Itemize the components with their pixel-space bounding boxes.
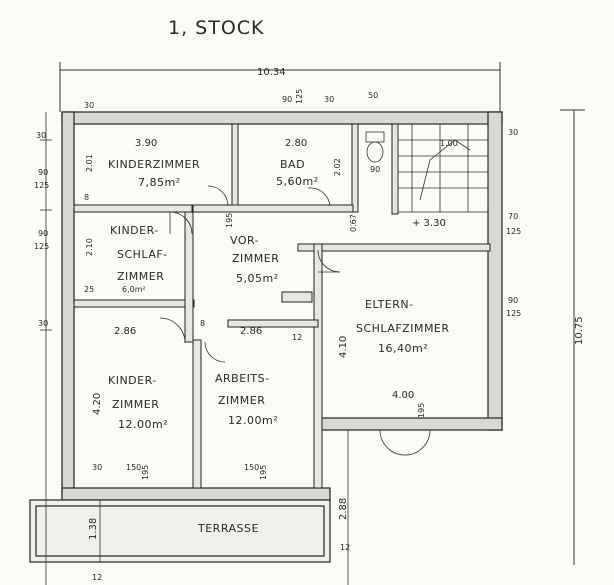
plan-title: 1, STOCK [168,17,265,39]
room-kinderzimmer-1-area: 7,85m² [138,176,181,189]
label-30-top-b: 30 [324,95,334,104]
overall-width-dimension [59,62,501,112]
room-kinderschlaf-2: SCHLAF- [117,248,168,261]
label-150-a: 150 [126,463,141,472]
room-eltern-1: ELTERN- [365,298,414,311]
label-125-top: 125 [295,89,304,104]
label-25: 25 [84,285,94,294]
room-arbeits-2: ZIMMER [218,394,265,407]
label-90-wc: 90 [370,165,380,174]
label-195-b: 195 [259,465,268,480]
label-125-left-b: 125 [34,242,49,251]
dim-terrasse-depth: 1.38 [88,518,99,540]
wc-fixture [365,131,385,163]
room-kinderzimmer-2-area: 12.00m² [118,418,168,431]
room-kinderschlaf-1: KINDER- [110,224,159,237]
label-30-left-c: 30 [38,319,48,328]
room-kinderzimmer-2-2: ZIMMER [112,398,159,411]
overall-width-label: 10.34 [257,67,286,78]
room-bad-area: 5,60m² [276,175,319,188]
room-vorzimmer-area: 5,05m² [236,272,279,285]
room-eltern-2: SCHLAFZIMMER [356,322,450,335]
label-150-b: 150 [244,463,259,472]
label-30-bottom: 30 [92,463,102,472]
label-8-a: 8 [84,193,89,202]
room-vorzimmer-2: ZIMMER [232,252,279,265]
label-195-c: 195 [417,403,426,418]
label-90-top: 90 [282,95,292,104]
label-2-01: 2.01 [85,154,94,172]
room-terrasse: TERRASSE [197,522,259,535]
label-125-left: 125 [34,181,49,190]
dim-kinderzimmer-1-width: 3.90 [135,138,157,149]
label-90-left: 90 [38,168,48,177]
label-3-30: + 3.30 [412,218,446,229]
label-2-10: 2.10 [85,238,94,256]
dim-bad-width: 2.80 [285,138,307,149]
label-12-bottom: 12 [92,573,102,582]
dim-kinderzimmer-2-width: 2.86 [114,326,136,337]
label-1-00: 1.00 [440,139,458,148]
terrace-dimension-line [99,430,349,585]
label-0-67: 0.67 [349,214,358,232]
left-dimension-line [40,112,52,585]
room-vorzimmer-1: VOR- [230,234,259,247]
room-eltern-area: 16,40m² [378,342,428,355]
label-90-left-b: 90 [38,229,48,238]
room-arbeits-area: 12.00m² [228,414,278,427]
label-50-top: 50 [368,91,378,100]
dim-eltern-width: 4.00 [392,390,414,401]
overall-height-dimension [560,109,585,565]
dim-arbeits-width: 2.86 [240,326,262,337]
label-12-terrace: 12 [340,543,350,552]
dim-kinderzimmer-2-height: 4.20 [92,393,103,415]
label-30-left: 30 [36,131,46,140]
label-12: 12 [292,333,302,342]
room-kinderschlaf-3: ZIMMER [117,270,164,283]
room-bad: BAD [280,158,305,171]
room-arbeits-1: ARBEITS- [215,372,270,385]
label-195-a: 195 [141,465,150,480]
label-90-right: 90 [508,296,518,305]
interior-walls [73,123,491,489]
label-125-right-b: 125 [506,309,521,318]
room-kinderschlaf-area: 6,0m² [122,285,146,294]
label-30-top: 30 [84,101,94,110]
label-70-right: 70 [508,212,518,221]
overall-height-label: 10.75 [574,316,585,345]
room-kinderzimmer-1: KINDERZIMMER [108,158,200,171]
label-8-b: 8 [200,319,205,328]
label-2-02: 2.02 [333,158,342,176]
dim-eltern-height: 4.10 [338,336,349,358]
staircase [397,123,489,213]
room-kinderzimmer-2-1: KINDER- [108,374,157,387]
label-30-right: 30 [508,128,518,137]
label-195-d: 195 [225,213,234,228]
terrace-outline [29,499,331,563]
label-125-right-a: 125 [506,227,521,236]
dim-terrasse-height: 2.88 [338,498,349,520]
